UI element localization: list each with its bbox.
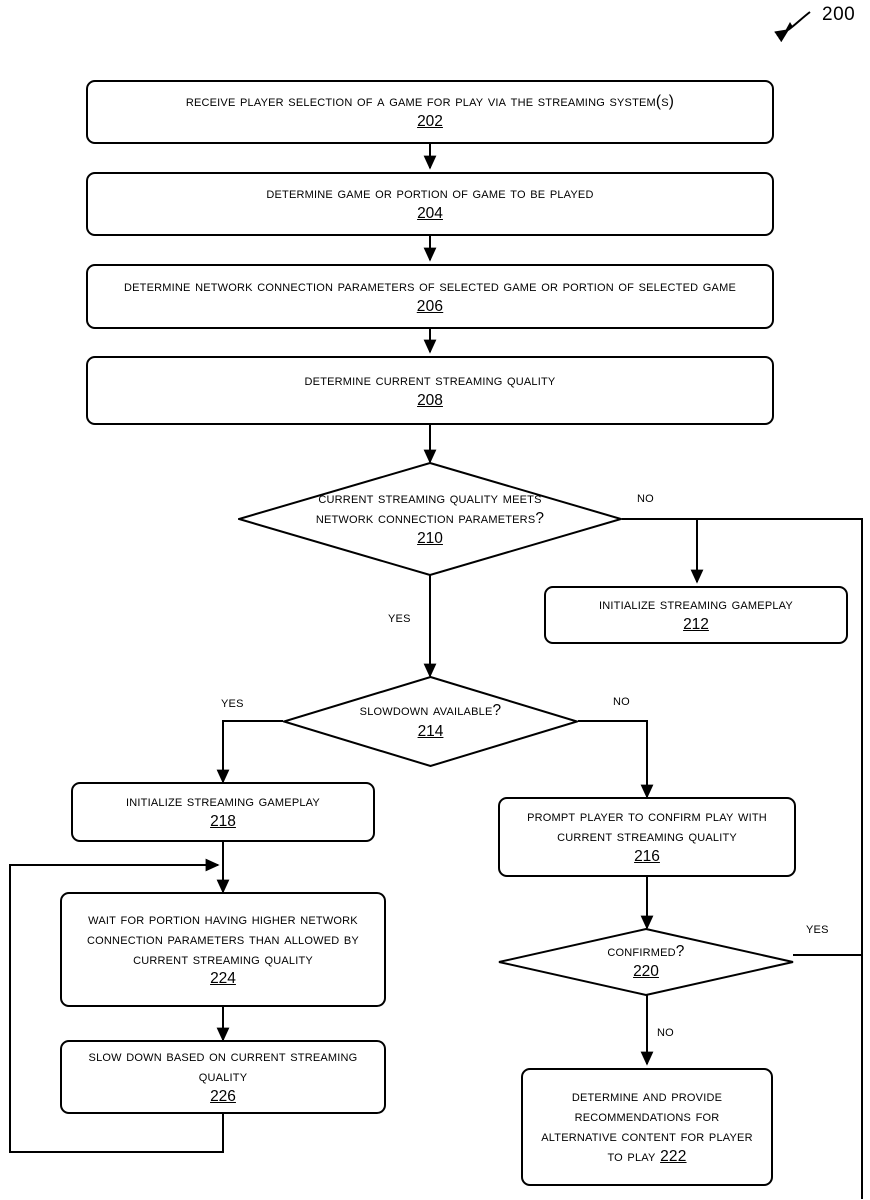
node-206-text: Determine Network Connection Parameters …	[118, 277, 742, 317]
node-222-ref: 222	[660, 1147, 687, 1165]
node-208: Determine Current Streaming Quality 208	[86, 356, 774, 425]
node-204-text: Determine Game or Portion of Game to be …	[266, 185, 594, 203]
node-222: Determine and provide recommendations fo…	[521, 1068, 773, 1186]
node-216-text: Prompt Player to Confirm Play with Curre…	[527, 808, 767, 846]
node-218: Initialize Streaming Gameplay 218	[71, 782, 375, 842]
node-210-text: Current Streaming Quality Meets Network …	[315, 489, 545, 527]
node-202: Receive Player Selection of a Game for P…	[86, 80, 774, 144]
node-214-text: Slowdown Available?	[359, 702, 502, 720]
node-216: Prompt Player to Confirm Play with Curre…	[498, 797, 796, 877]
edge-label-no-220: No	[657, 1023, 674, 1040]
node-210-ref: 210	[417, 530, 443, 548]
node-210: Current Streaming Quality Meets Network …	[238, 462, 622, 576]
node-216-ref: 216	[634, 847, 660, 865]
node-204-ref: 204	[417, 205, 443, 222]
node-214: Slowdown Available? 214	[283, 676, 578, 767]
node-226: Slow Down Based On Current Streaming Qua…	[60, 1040, 386, 1114]
node-206-label: Determine Network Connection Parameters …	[124, 277, 736, 295]
node-218-text: Initialize Streaming Gameplay	[126, 793, 320, 811]
edge-label-no-210: No	[637, 489, 654, 506]
node-224-ref: 224	[210, 970, 236, 988]
node-202-ref: 202	[417, 113, 443, 130]
node-208-ref: 208	[417, 391, 443, 409]
node-204: Determine Game or Portion of Game to be …	[86, 172, 774, 236]
edge-label-yes-220: Yes	[806, 920, 829, 937]
edge-label-yes-214: Yes	[221, 694, 244, 711]
node-226-ref: 226	[210, 1087, 236, 1105]
node-212-text: Initialize Streaming Gameplay	[599, 596, 793, 614]
node-220-text: Confirmed?	[607, 942, 685, 960]
edge-label-no-214: No	[613, 692, 630, 709]
node-224: Wait for Portion Having Higher Network C…	[60, 892, 386, 1007]
figure-number: 200	[822, 4, 856, 25]
node-220: Confirmed? 220	[498, 928, 794, 996]
node-206: Determine Network Connection Parameters …	[86, 264, 774, 329]
node-218-ref: 218	[210, 813, 236, 830]
node-222-text: Determine and provide recommendations fo…	[539, 1087, 755, 1166]
edge-label-yes-210: Yes	[388, 609, 411, 626]
node-226-text: Slow Down Based On Current Streaming Qua…	[88, 1048, 358, 1086]
node-214-ref: 214	[417, 722, 444, 740]
node-222-label: Determine and provide recommendations fo…	[541, 1088, 753, 1165]
node-224-text: Wait for Portion Having Higher Network C…	[87, 910, 359, 968]
node-206-ref: 206	[416, 297, 444, 315]
node-208-text: Determine Current Streaming Quality	[304, 371, 556, 389]
node-212: Initialize Streaming Gameplay 212	[544, 586, 848, 644]
node-202-text: Receive Player Selection of a Game for P…	[185, 93, 675, 111]
node-212-ref: 212	[683, 616, 709, 633]
node-220-ref: 220	[633, 963, 659, 980]
